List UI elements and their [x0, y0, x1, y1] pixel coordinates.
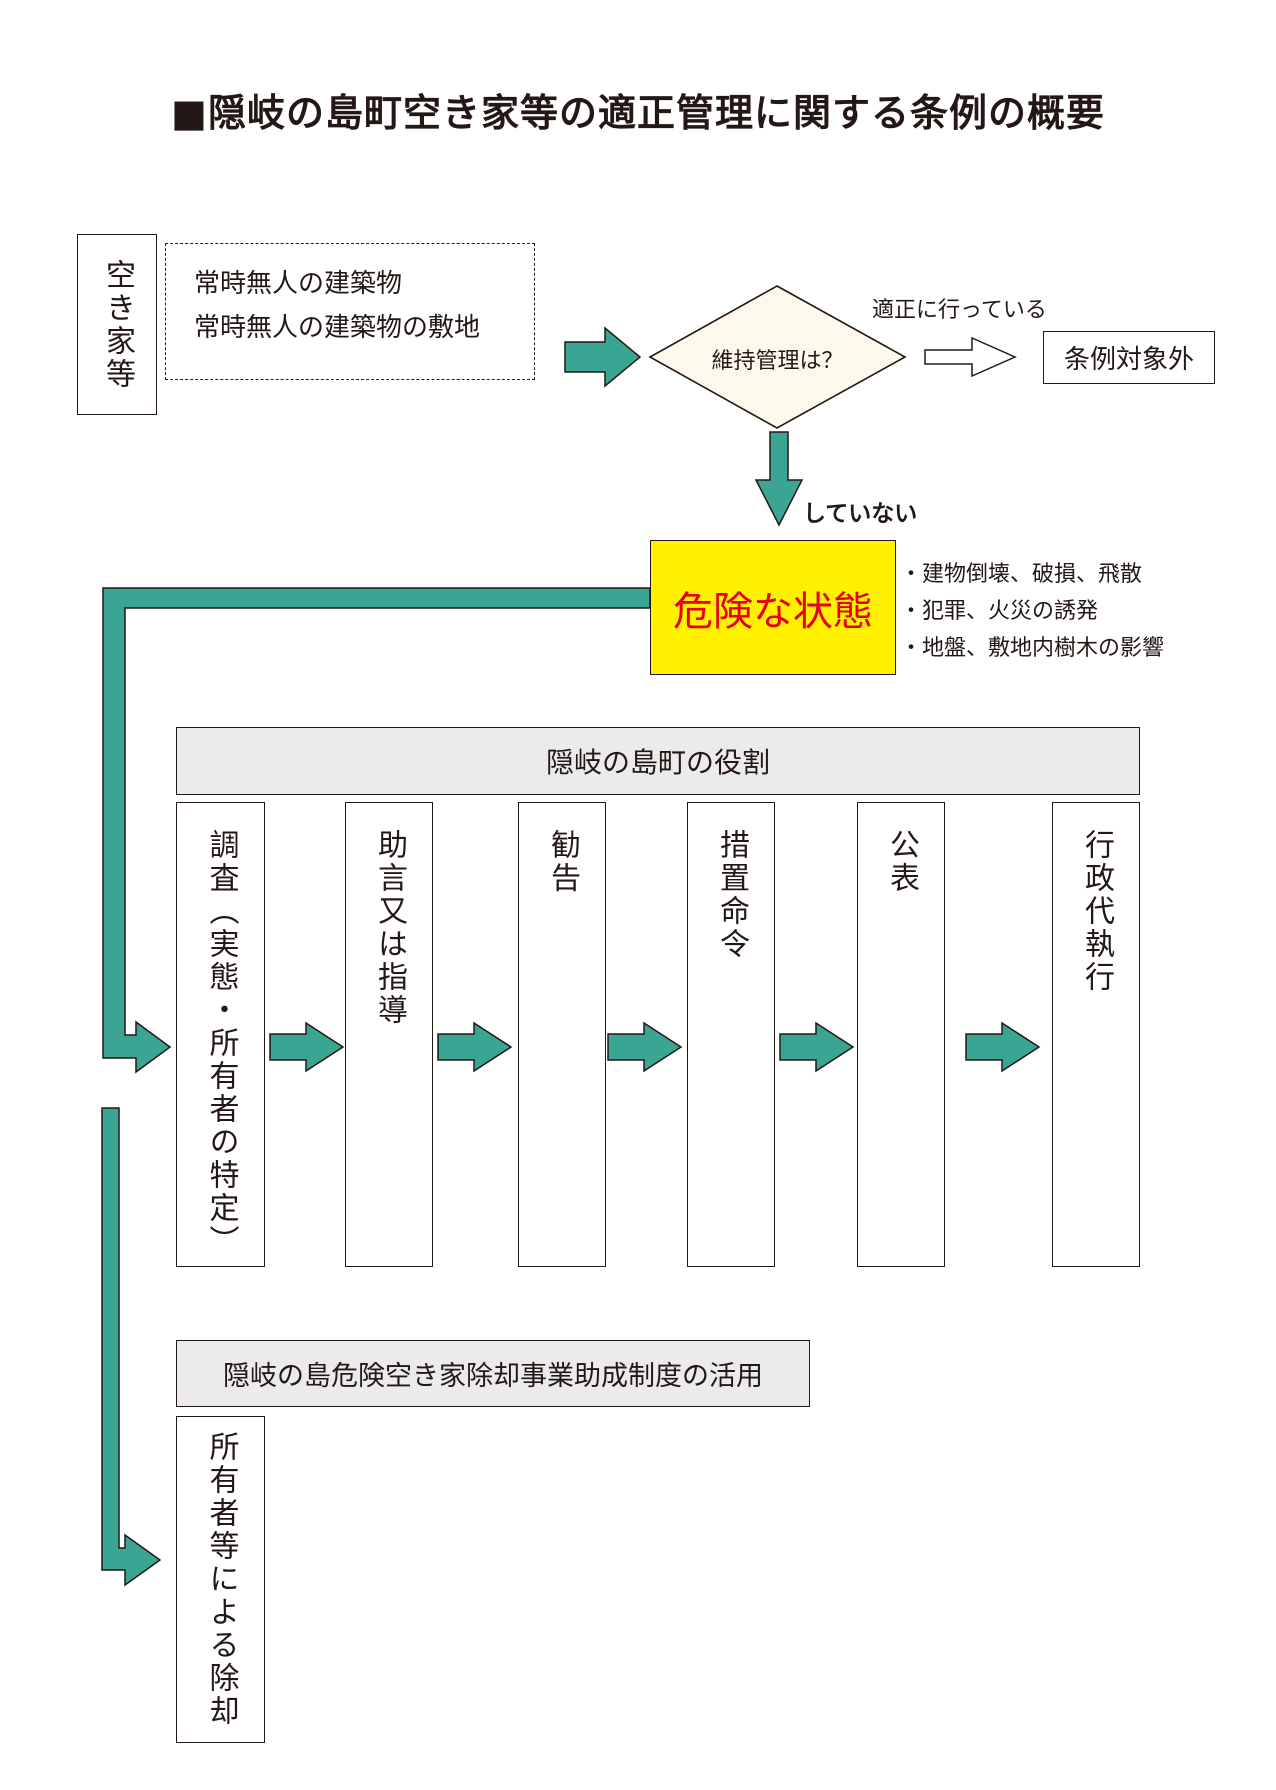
step-administrative-execution-label: 行政代執行: [1079, 829, 1114, 994]
danger-bullets: ・建物倒壊、破損、飛散 ・犯罪、火災の誘発 ・地盤、敷地内樹木の影響: [900, 556, 1164, 667]
out-of-scope-label: 条例対象外: [1063, 345, 1194, 375]
arrow-right-icon: [437, 1021, 513, 1073]
arrow-right-icon: [607, 1021, 683, 1073]
decision-question: 維持管理は？: [711, 349, 844, 374]
danger-box: 危険な状態: [650, 540, 896, 675]
akiya-label: 空き家等: [100, 258, 135, 391]
step-order-label: 措置命令: [714, 829, 749, 961]
step-advice-label: 助言又は指導: [372, 829, 407, 1027]
connector-arrow-danger-to-survey: [102, 587, 651, 1074]
definition-item-site: 常時無人の建築物の敷地: [194, 313, 481, 343]
step-recommendation: 勧告: [518, 802, 606, 1267]
page-title: ■隠岐の島町空き家等の適正管理に関する条例の概要: [171, 91, 1105, 135]
step-order: 措置命令: [687, 802, 775, 1267]
danger-bullet-ground: ・地盤、敷地内樹木の影響: [900, 636, 1165, 661]
subsidy-header-label: 隠岐の島危険空き家除却事業助成制度の活用: [223, 1361, 763, 1392]
arrow-down-icon: [754, 431, 804, 527]
definition-item-building: 常時無人の建築物: [194, 269, 403, 299]
town-role-header: 隠岐の島町の役割: [176, 727, 1140, 795]
danger-label: 危険な状態: [673, 588, 873, 635]
owner-removal-label: 所有者等による除却: [203, 1431, 239, 1728]
danger-bullet-collapse: ・建物倒壊、破損、飛散: [900, 562, 1143, 587]
decision-diamond-shape: [648, 285, 907, 429]
step-survey-label: 調査（実態・所有者の特定）: [203, 829, 239, 1258]
arrow-right-icon: [564, 326, 642, 388]
decision-no-label: していない: [803, 501, 918, 527]
out-of-scope-box: 条例対象外: [1043, 331, 1215, 384]
step-recommendation-label: 勧告: [545, 829, 580, 895]
step-survey: 調査（実態・所有者の特定）: [176, 802, 265, 1267]
hollow-arrow-icon: [924, 336, 1017, 378]
owner-removal-box: 所有者等による除却: [176, 1416, 265, 1743]
arrow-right-icon: [965, 1021, 1041, 1073]
arrow-right-icon: [779, 1021, 855, 1073]
subsidy-header: 隠岐の島危険空き家除却事業助成制度の活用: [176, 1340, 810, 1407]
danger-bullet-crime: ・犯罪、火災の誘発: [900, 599, 1099, 624]
town-role-header-label: 隠岐の島町の役割: [545, 746, 770, 779]
step-publication: 公表: [857, 802, 945, 1267]
connector-arrow-to-removal: [101, 1107, 162, 1587]
akiya-label-box: 空き家等: [77, 234, 157, 415]
step-administrative-execution: 行政代執行: [1052, 802, 1140, 1267]
decision-yes-label: 適正に行っている: [872, 298, 1047, 323]
step-publication-label: 公表: [884, 829, 919, 895]
akiya-definition-box: 常時無人の建築物 常時無人の建築物の敷地: [165, 243, 535, 380]
arrow-right-icon: [269, 1021, 345, 1073]
step-advice: 助言又は指導: [345, 802, 433, 1267]
